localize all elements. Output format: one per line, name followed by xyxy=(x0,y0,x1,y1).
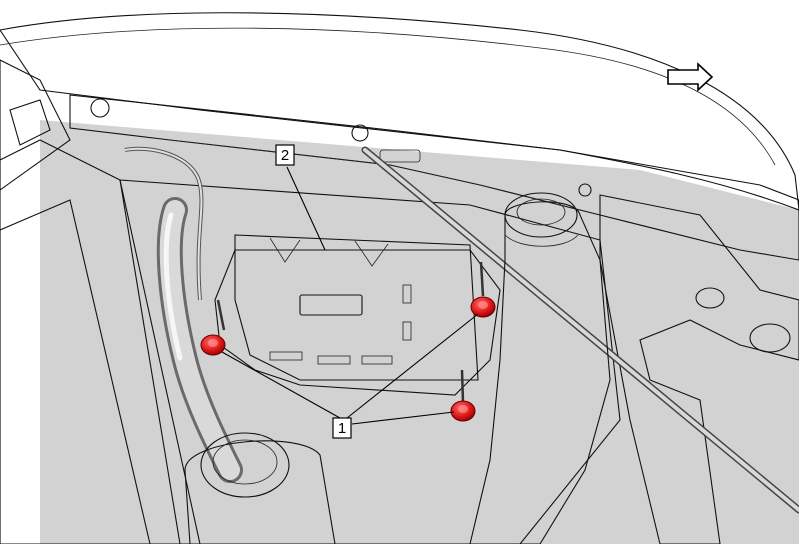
engine-bay-floor xyxy=(40,120,799,544)
callout-2-box xyxy=(275,144,295,166)
module-tab-5 xyxy=(402,321,412,341)
callout-1-label: 1 xyxy=(338,420,346,437)
coolant-reservoir xyxy=(469,201,611,544)
leader-line-1a xyxy=(221,351,341,419)
module-tab-2 xyxy=(317,355,351,365)
washer-cap-top xyxy=(212,439,278,485)
crossmember-bolt-center xyxy=(351,124,369,142)
leader-line-1c xyxy=(351,411,455,425)
fastener-upper-right xyxy=(470,296,496,318)
crossmember-bolt-right xyxy=(578,183,592,197)
hood-crease xyxy=(0,27,776,166)
radiator-core xyxy=(0,199,151,544)
module-tab-3 xyxy=(361,355,393,365)
coolant-hose-highlight xyxy=(163,212,183,361)
bracket-boss xyxy=(749,323,791,353)
bracket-hole xyxy=(695,287,725,309)
module-tab-4 xyxy=(402,284,412,304)
crossmember-slot xyxy=(379,149,421,163)
radiator-upper-mount xyxy=(0,59,71,191)
reservoir-cap-top xyxy=(516,198,566,226)
module-tab-1 xyxy=(269,351,303,361)
stud-left xyxy=(216,299,226,331)
radiator-frame xyxy=(0,139,201,544)
fastener-lower-right xyxy=(450,400,476,422)
right-support-bracket xyxy=(599,194,799,544)
crossmember-bolt-left xyxy=(90,98,110,118)
washer-reservoir xyxy=(184,440,336,544)
reservoir-cap xyxy=(504,192,578,238)
leader-line-2 xyxy=(286,166,326,251)
module-panel-slot xyxy=(299,294,363,316)
callout-2: 2 xyxy=(275,144,295,166)
hood-panel xyxy=(0,12,799,211)
coolant-hose xyxy=(159,200,240,480)
module-panel xyxy=(234,234,479,381)
leader-line-1b xyxy=(346,313,479,419)
washer-cap xyxy=(200,432,290,498)
arrow-right-outline-icon xyxy=(667,62,714,92)
hood-prop-rod xyxy=(363,148,799,512)
module-hook-right xyxy=(354,240,389,267)
module-mounting-plate xyxy=(214,249,501,396)
inner-fender-shadow xyxy=(119,179,621,544)
callout-2-label: 2 xyxy=(281,147,289,164)
stud-upper-right xyxy=(479,261,485,297)
fastener-left xyxy=(200,334,226,356)
stud-lower-right xyxy=(460,369,465,403)
callout-1-box xyxy=(332,417,352,439)
reservoir-neck xyxy=(504,234,579,247)
callout-1: 1 xyxy=(332,417,352,439)
sensor-wire-core xyxy=(124,147,203,301)
module-hook-left xyxy=(269,237,301,263)
radiator-clip xyxy=(9,99,51,146)
